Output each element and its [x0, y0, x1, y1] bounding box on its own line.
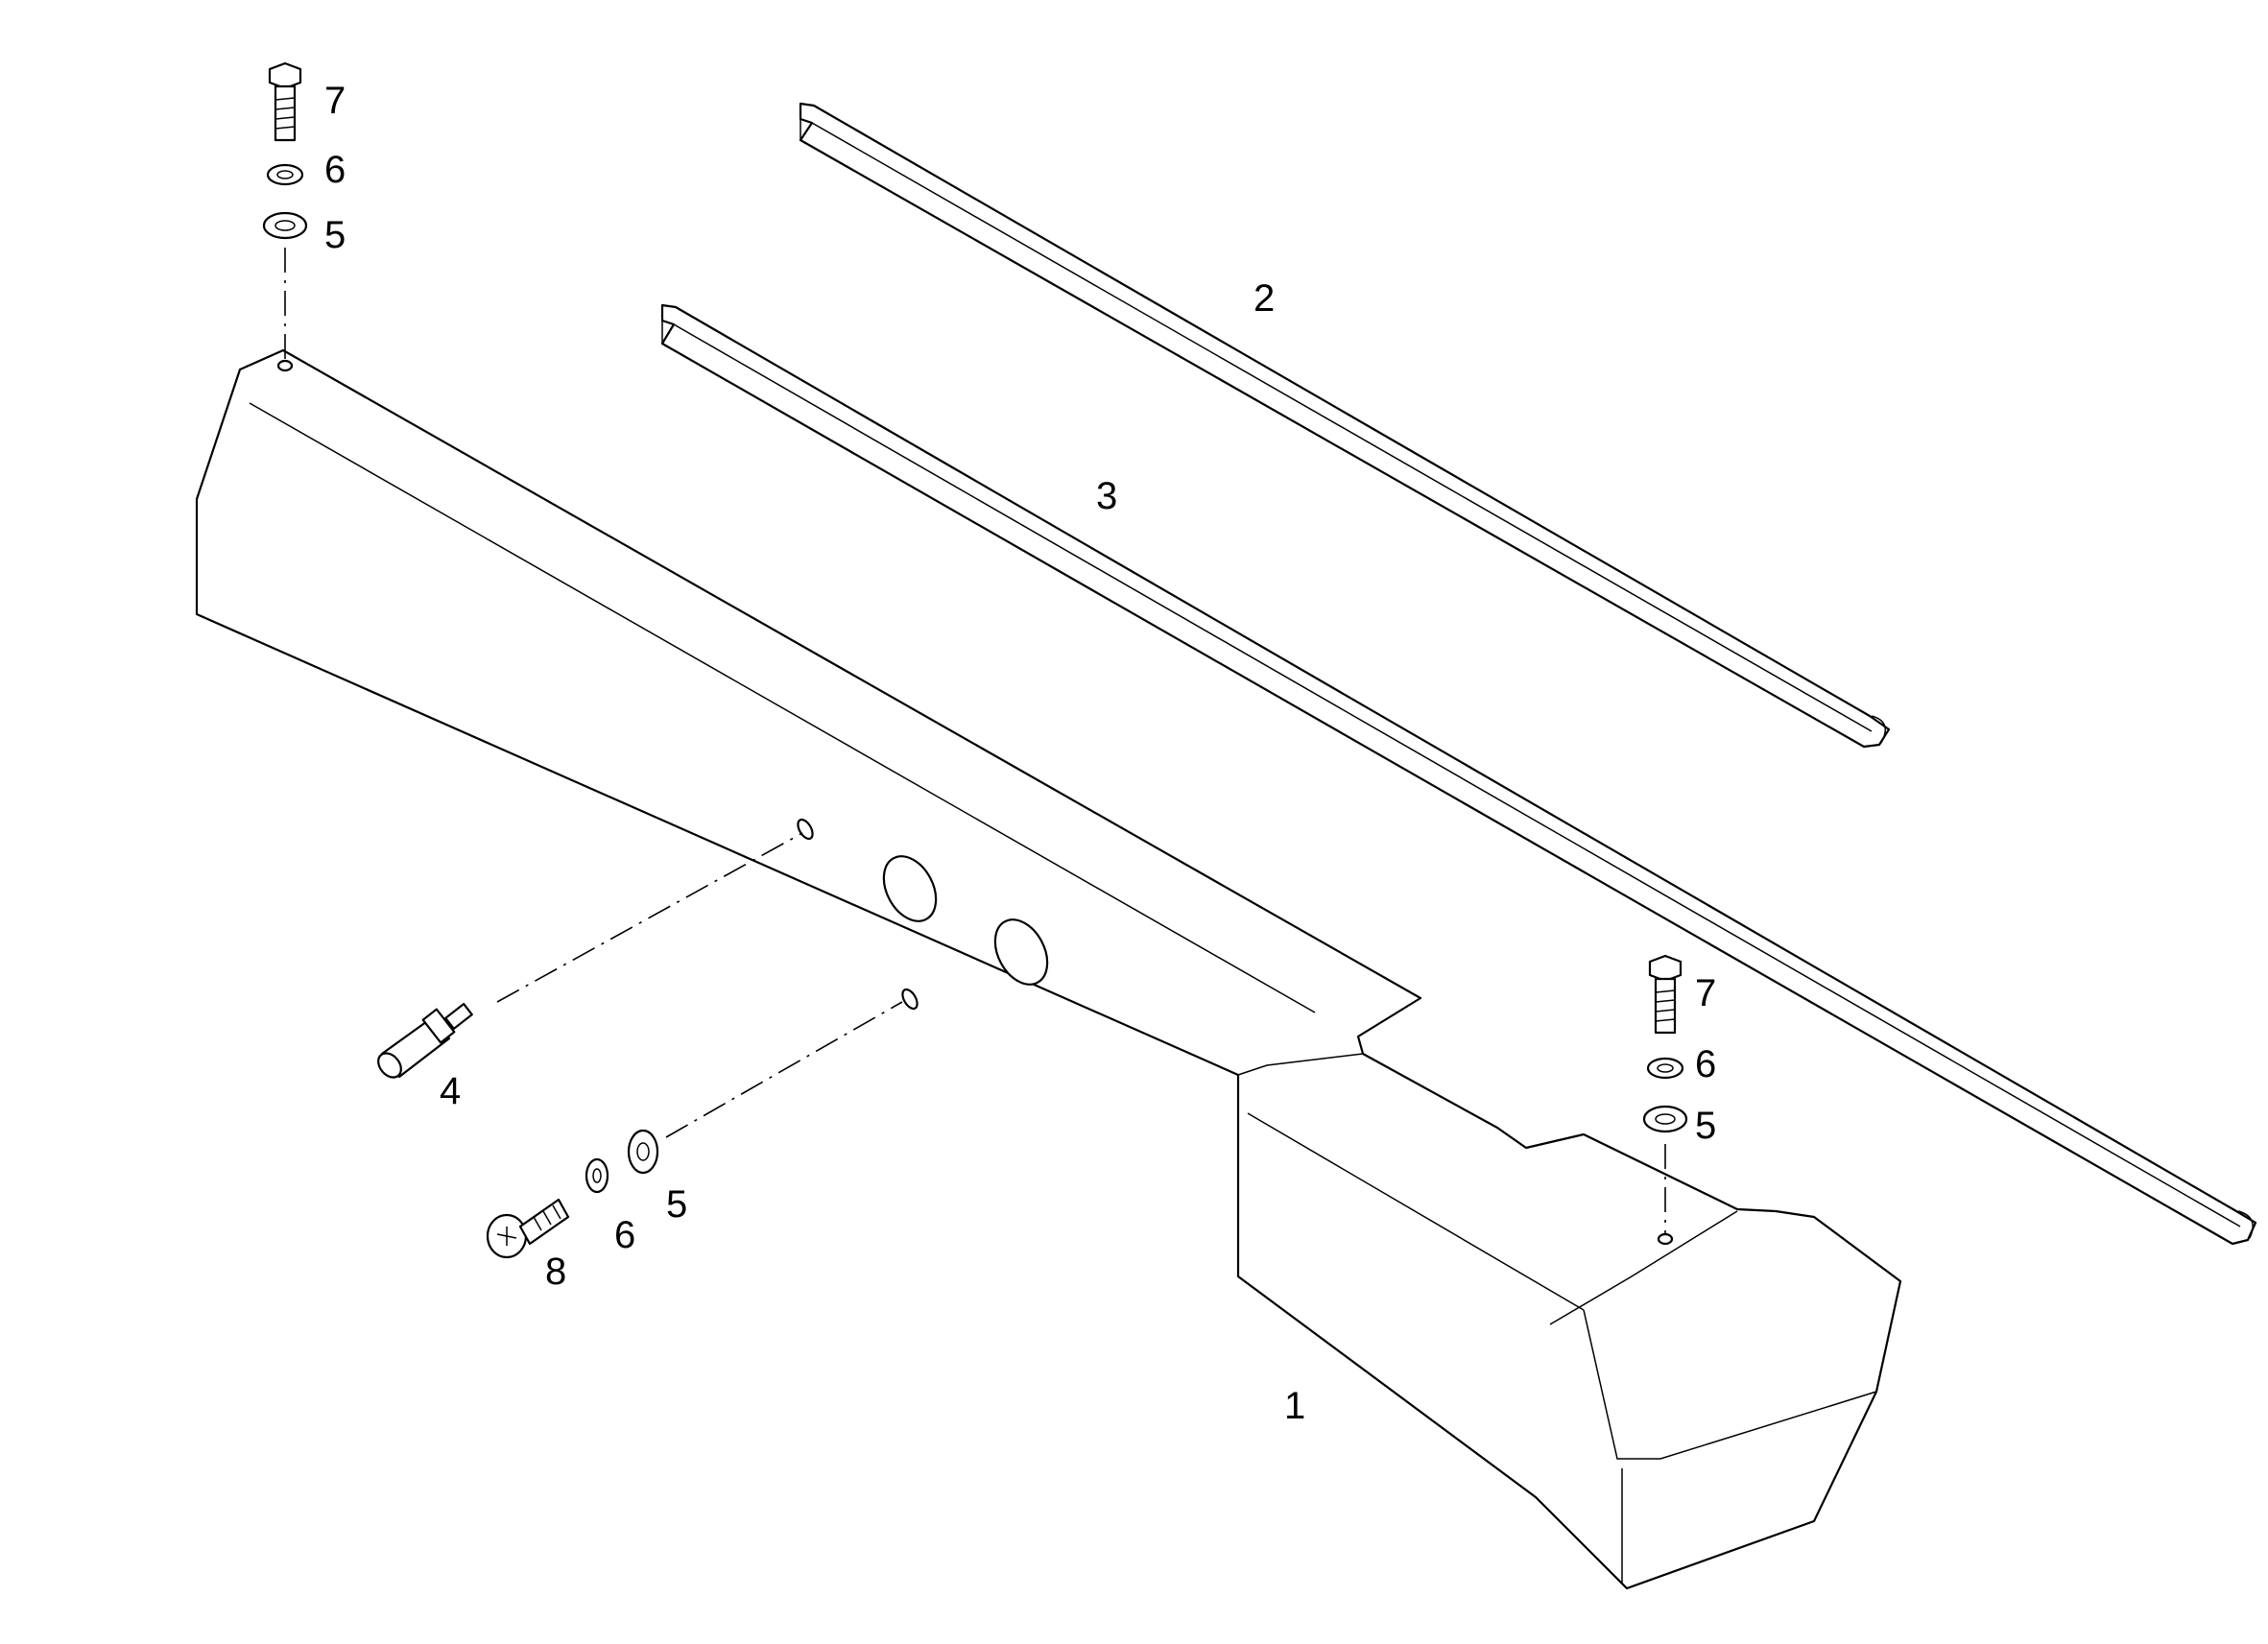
label-part-6-top: 6 — [324, 149, 346, 191]
label-part-7-right: 7 — [1695, 972, 1716, 1014]
bolt-7-top-icon — [268, 61, 302, 142]
lock-washer-6-bottom-icon — [585, 1157, 609, 1194]
washer-5-right-icon — [1642, 1105, 1688, 1133]
strip-part-3 — [660, 303, 2257, 1246]
bolt-7-right-icon — [1648, 954, 1683, 1035]
strip-part-2 — [799, 102, 1891, 749]
label-part-6-bottom: 6 — [614, 1214, 635, 1256]
label-part-5-bottom: 5 — [666, 1183, 687, 1226]
screw-8-icon — [486, 1198, 570, 1259]
label-part-5-top: 5 — [324, 214, 346, 256]
label-part-8: 8 — [545, 1251, 566, 1293]
label-part-7-top: 7 — [324, 80, 346, 122]
label-part-2: 2 — [1253, 277, 1275, 320]
assembly-lines — [284, 248, 1666, 1234]
cover-part-1 — [195, 348, 1902, 1590]
washer-5-bottom-icon — [627, 1129, 659, 1175]
label-part-4: 4 — [440, 1070, 461, 1112]
label-part-1: 1 — [1284, 1385, 1305, 1427]
nozzle-part-4-icon — [377, 1002, 473, 1079]
label-part-5-right: 5 — [1695, 1105, 1716, 1147]
lock-washer-6-right-icon — [1646, 1057, 1684, 1080]
washer-5-top-icon — [262, 211, 308, 240]
label-part-6-right: 6 — [1695, 1043, 1716, 1085]
lock-washer-6-top-icon — [266, 163, 304, 186]
label-part-3: 3 — [1096, 475, 1117, 517]
